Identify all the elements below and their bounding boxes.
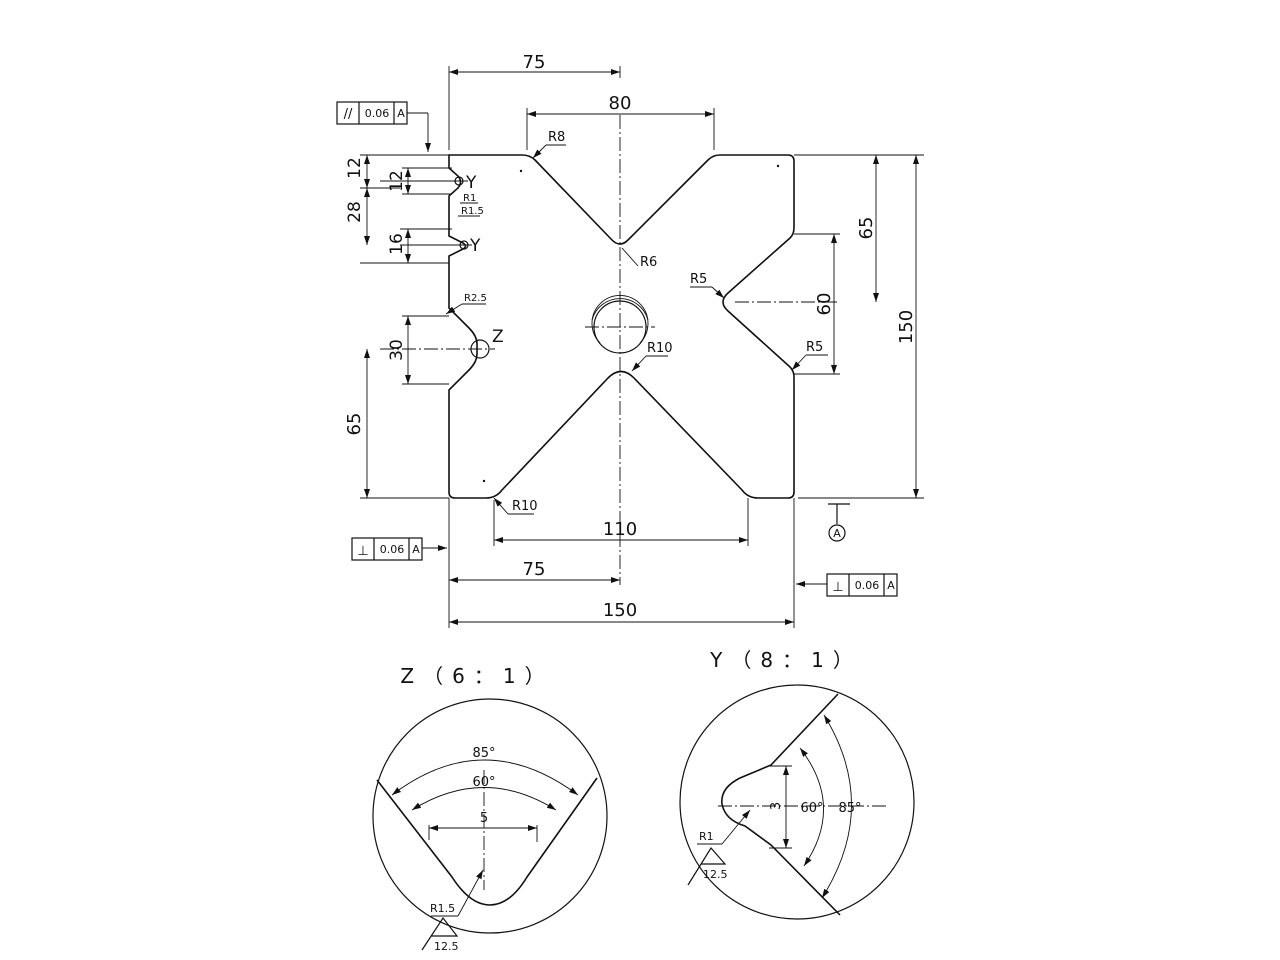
detail-z-profile [376, 777, 598, 906]
leader-r5-bottom-arrow [791, 354, 807, 371]
label-r10-bottom: R10 [512, 499, 538, 514]
left-dimensions: // 0.06 A 12 28 12 Y R1 R1.5 16 Y R2.5 [336, 101, 504, 499]
face-dot-1 [519, 169, 523, 173]
label-r6: R6 [640, 255, 657, 270]
dim-150-right: 150 [896, 310, 917, 344]
detail-z-angle-60: 60° [472, 775, 495, 790]
detail-z-roughness: 12.5 [434, 940, 459, 953]
datum-circle [828, 524, 846, 542]
detail-y-arc-85 [821, 714, 852, 899]
label-r1: R1 [463, 193, 476, 204]
detail-y-angle-85: 85° [838, 801, 861, 816]
dim-80: 80 [609, 93, 632, 114]
dim-65-left: 65 [344, 413, 365, 436]
dim-65-right: 65 [856, 217, 877, 240]
detail-z-arc-85 [391, 759, 579, 796]
label-r5-bottom: R5 [806, 340, 823, 355]
fcf-parallel-datum: A [397, 107, 405, 120]
detail-z-title: Z（6：1） [400, 664, 553, 688]
detail-z-radius: R1.5 [430, 902, 455, 915]
detail-z-angle-85: 85° [472, 746, 495, 761]
fcf-perp-left-symbol: ⊥ [357, 544, 368, 559]
datum-label: A [833, 527, 841, 540]
fcf-perp-right-symbol: ⊥ [832, 580, 843, 595]
detail-z: Z（6：1） 85° 60° 5 R1.5 12.5 [372, 664, 608, 953]
label-r8: R8 [548, 130, 565, 145]
dim-16: 16 [387, 233, 407, 255]
detail-y-roughness: 12.5 [703, 868, 728, 881]
dim-30: 30 [387, 339, 407, 361]
fcf-perp-left-frame [351, 537, 423, 561]
label-r5-top: R5 [690, 272, 707, 287]
dim-150-bottom: 150 [603, 600, 637, 621]
detail-y-leader-r-arrow [721, 809, 751, 845]
label-r25: R2.5 [464, 293, 487, 304]
bottom-dimensions: R10 R10 110 75 150 ⊥ 0.06 A ⊥ 0.06 A [351, 341, 898, 628]
label-r10-center: R10 [647, 341, 673, 356]
dim-110: 110 [603, 519, 637, 540]
label-r15: R1.5 [461, 206, 484, 217]
detail-y: Y（8：1） 3 60° 85° R1 12.5 [679, 648, 915, 920]
detail-z-arc-60 [411, 787, 557, 811]
top-dimensions: 75 80 R8 R6 [448, 52, 715, 270]
detail-z-roughness-symbol [421, 916, 459, 951]
detail-y-radius: R1 [699, 830, 714, 843]
detail-y-roughness-symbol [687, 846, 727, 886]
detail-y-circle [679, 684, 915, 920]
leader-r5-top-arrow [711, 286, 725, 299]
part-outline-path [448, 154, 795, 499]
detail-y-title: Y（8：1） [709, 648, 862, 672]
label-z: Z [492, 327, 504, 347]
detail-z-width: 5 [480, 811, 488, 826]
leader-r25-arrow [445, 303, 463, 315]
dim-28: 28 [345, 201, 365, 223]
face-dot-2 [482, 479, 486, 483]
fcf-perp-left-value: 0.06 [380, 543, 405, 556]
detail-y-angle-60: 60° [800, 801, 823, 816]
fcf-perp-right-value: 0.06 [855, 579, 880, 592]
face-dot-3 [776, 164, 780, 168]
detail-z-circle [372, 698, 608, 934]
detail-y-depth: 3 [769, 802, 784, 810]
leader-r6 [621, 247, 639, 267]
fcf-parallel-symbol: // [344, 107, 353, 122]
label-y-lower: Y [469, 236, 481, 256]
dim-12a: 12 [345, 157, 365, 179]
leader-r8-arrow [532, 144, 547, 159]
leader-r10-center-arrow [631, 355, 647, 372]
fcf-perp-left-datum: A [412, 543, 420, 556]
leader-r10-bottom-arrow [493, 497, 509, 515]
label-y-upper: Y [465, 173, 477, 193]
dim-60-right: 60 [814, 293, 835, 316]
center-lines [380, 115, 840, 585]
right-dimensions: 150 65 60 R5 R5 A [690, 154, 924, 542]
dim-75-top: 75 [523, 52, 546, 73]
detail-z-leader-r-arrow [457, 869, 484, 917]
dim-75-bottom: 75 [523, 559, 546, 580]
fcf-perp-right-datum: A [887, 579, 895, 592]
fcf-parallel-value: 0.06 [365, 107, 390, 120]
dim-12b: 12 [387, 170, 407, 192]
detail-y-profile [721, 693, 841, 916]
fcf-perp-right-frame [826, 573, 898, 597]
